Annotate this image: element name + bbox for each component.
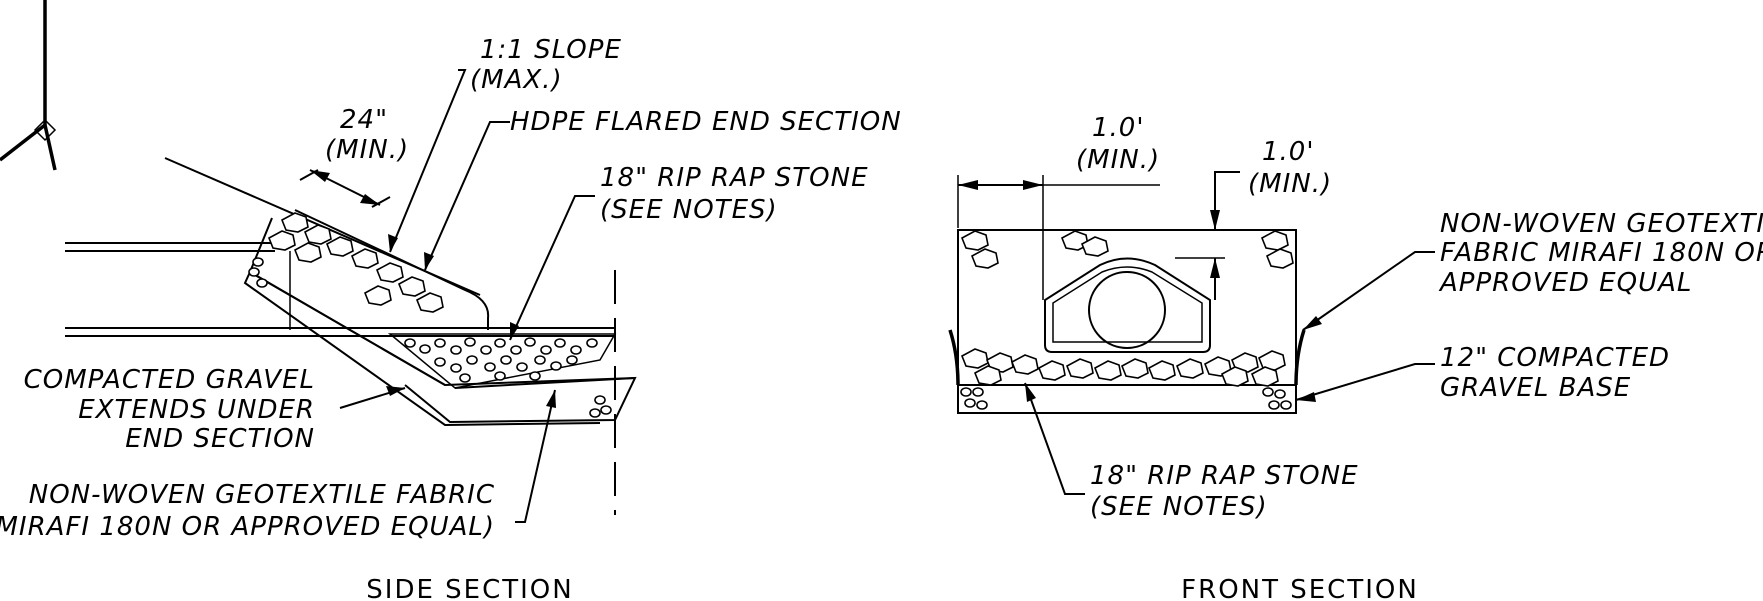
front-rip-rap-label: 18" RIP RAP STONE [1090,461,1359,491]
side-section-title: SIDE SECTION [366,575,573,601]
fabric-label-2: FABRIC MIRAFI 180N OR [1440,238,1763,268]
slope-label: 1:1 SLOPE [480,35,622,65]
min-length-label: 24" [340,105,388,135]
gravel-label-1: COMPACTED GRAVEL [24,365,315,395]
min-length-min-label: (MIN.) [325,135,409,165]
front-rip-rap-notes-label: (SEE NOTES) [1090,492,1268,522]
base-label-2: GRAVEL BASE [1440,373,1631,403]
front-section-drawing: 1.0' (MIN.) 1.0' (MIN.) NON-WOVEN GEOTEX… [948,113,1763,601]
front-rip-rap [961,230,1294,387]
side-section-drawing: 1:1 SLOPE (MAX.) 24" (MIN.) HDPE FLARED … [0,0,902,601]
flared-end-label: HDPE FLARED END SECTION [510,107,902,137]
front-gravel [960,387,1292,410]
rip-rap-notes-label: (SEE NOTES) [600,195,778,225]
fabric-label-2: (MIRAFI 180N OR APPROVED EQUAL) [0,512,495,542]
gravel-label-3: END SECTION [125,424,315,454]
rip-rap-label: 18" RIP RAP STONE [600,163,869,193]
fabric-label-1: NON-WOVEN GEOTEXTILE [1440,209,1763,239]
width-label: 1.0' [1092,113,1145,143]
fabric-label-3: APPROVED EQUAL [1438,268,1692,298]
front-section-title: FRONT SECTION [1181,575,1419,601]
base-label-1: 12" COMPACTED [1440,343,1670,373]
gravel-label-2: EXTENDS UNDER [78,395,315,425]
fabric-label-1: NON-WOVEN GEOTEXTILE FABRIC [29,480,495,510]
height-label: 1.0' [1262,137,1315,167]
slope-max-label: (MAX.) [470,65,563,95]
height-min-label: (MIN.) [1248,169,1332,199]
width-min-label: (MIN.) [1076,145,1160,175]
